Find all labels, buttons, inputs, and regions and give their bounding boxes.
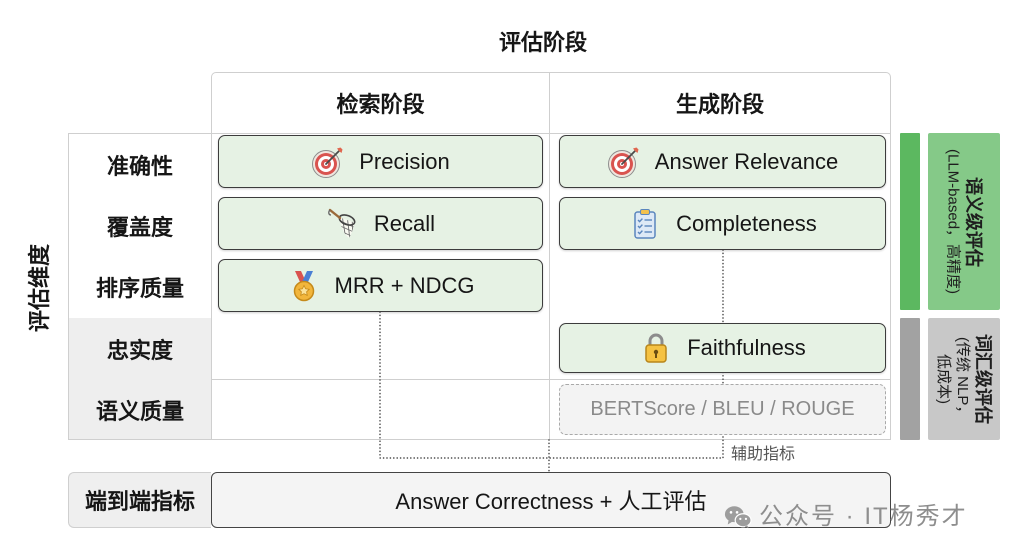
stage-header-retrieval: 检索阶段 bbox=[212, 73, 550, 133]
clipboard-icon bbox=[634, 208, 656, 239]
end-to-end-metric: Answer Correctness + 人工评估 bbox=[211, 472, 891, 528]
metric-card-precision: Precision bbox=[218, 135, 543, 188]
metric-label-bertscore-bleu-rouge: BERTScore / BLEU / ROUGE bbox=[590, 398, 855, 420]
legend-lexical-title: 词汇级评估 bbox=[973, 334, 993, 424]
lock-icon bbox=[645, 333, 667, 363]
metric-label-faithfulness: Faithfulness bbox=[687, 335, 806, 360]
metric-card-completeness: Completeness bbox=[559, 197, 886, 250]
legend-lexical-bar bbox=[900, 318, 920, 440]
metric-card-mrr-ndcg: MRR + NDCG bbox=[218, 259, 543, 312]
watermark: 公众号 · IT杨秀才 bbox=[724, 501, 1020, 533]
legend-lexical-text: 词汇级评估 (传统 NLP， 低成本) bbox=[934, 321, 994, 437]
dimension-axis-title: 评估维度 bbox=[27, 244, 52, 333]
metric-label-recall: Recall bbox=[373, 210, 436, 236]
medal-icon bbox=[293, 270, 314, 301]
metric-label-precision: Precision bbox=[359, 148, 450, 174]
metric-label-answer-relevance: Answer Relevance bbox=[654, 148, 839, 174]
legend-semantic-box: 语义级评估 (LLM-based，高精度) bbox=[928, 133, 1000, 310]
legend-lexical-note-line-1: (传统 NLP， bbox=[954, 337, 971, 421]
wechat-icon bbox=[724, 506, 752, 529]
aux-metric-label: 辅助指标 bbox=[731, 446, 796, 463]
row-divider-line bbox=[212, 379, 890, 380]
stage-header: 检索阶段 生成阶段 bbox=[211, 72, 891, 133]
metric-card-answer-relevance: Answer Relevance bbox=[559, 135, 886, 188]
dimension-label-column: 准确性 覆盖度 排序质量 忠实度 语义质量 bbox=[69, 134, 212, 439]
dimension-label-semantic-quality: 语义质量 bbox=[95, 398, 184, 424]
legend-semantic-text: 语义级评估 (LLM-based，高精度) bbox=[944, 137, 985, 307]
stage-divider-line bbox=[549, 134, 550, 439]
dimension-label-faithfulness: 忠实度 bbox=[106, 337, 173, 363]
target-icon bbox=[312, 147, 343, 178]
metric-card-recall: Recall bbox=[218, 197, 543, 250]
target-icon bbox=[607, 147, 639, 178]
end-to-end-label: 端到端指标 bbox=[68, 472, 211, 528]
dimension-label-accuracy: 准确性 bbox=[106, 153, 173, 179]
lexical-dimension-shade bbox=[69, 318, 211, 439]
metric-label-completeness: Completeness bbox=[676, 210, 817, 236]
legend-semantic-note: (LLM-based，高精度) bbox=[944, 148, 962, 295]
legend-semantic-bar bbox=[900, 133, 920, 310]
net-icon bbox=[328, 208, 356, 238]
dimension-label-ranking: 排序质量 bbox=[95, 275, 184, 301]
stage-axis-title: 评估阶段 bbox=[498, 30, 587, 55]
stage-header-generation: 生成阶段 bbox=[675, 92, 764, 117]
metric-label-mrr-ndcg: MRR + NDCG bbox=[334, 272, 475, 298]
legend-lexical-note-line-2: 低成本) bbox=[935, 354, 952, 404]
metric-card-bertscore-bleu-rouge: BERTScore / BLEU / ROUGE bbox=[559, 384, 886, 435]
watermark-text: 公众号 · IT杨秀才 bbox=[759, 503, 968, 530]
metric-card-faithfulness: Faithfulness bbox=[559, 323, 886, 373]
legend-semantic-title: 语义级评估 bbox=[963, 176, 984, 267]
dimension-label-coverage: 覆盖度 bbox=[106, 214, 173, 240]
legend-lexical-box: 词汇级评估 (传统 NLP， 低成本) bbox=[928, 318, 1000, 440]
